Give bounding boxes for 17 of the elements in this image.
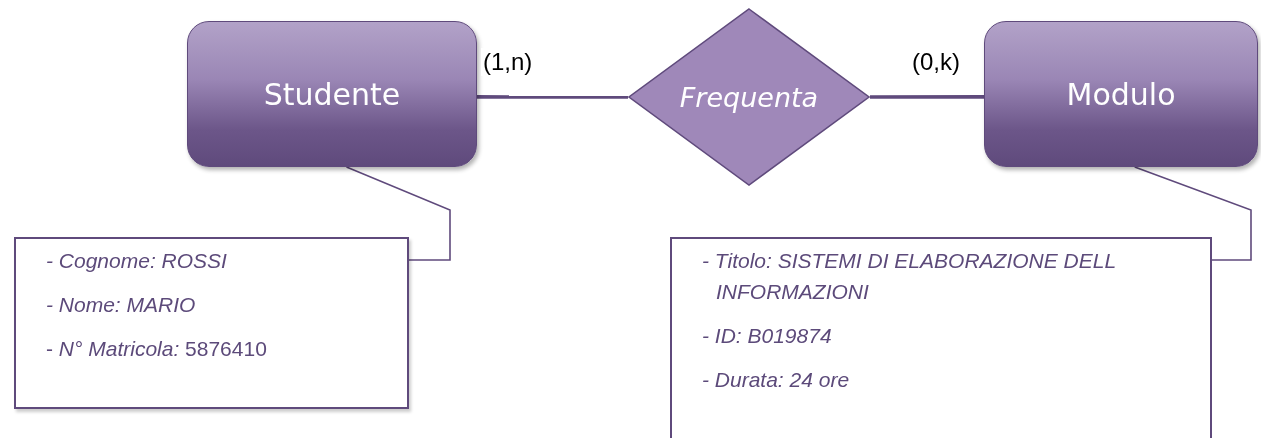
attribute-box [14,237,409,409]
attribute-text: - Nome: MARIO [46,292,197,318]
connector-line [477,95,628,99]
leader-line [1133,166,1252,261]
attribute-text: - Durata: 24 ore [702,367,851,393]
entity-box [187,21,477,167]
attribute-text: - Cognome: ROSSI [46,248,228,274]
attribute-text: - N° Matricola: 5876410 [46,336,268,362]
relationship-name: Frequenta [679,81,819,113]
leader-line [345,166,451,261]
attribute-text: - Titolo: SISTEMI DI ELABORAZIONE DELL INFORMAZIONI [702,248,1117,305]
entity-name: Studente [263,76,401,112]
attribute-text: - ID: B019874 [702,323,833,349]
entity-box [984,21,1258,167]
entity-name: Modulo [1066,76,1176,112]
attribute-box [670,237,1212,438]
connector-line [870,95,984,99]
